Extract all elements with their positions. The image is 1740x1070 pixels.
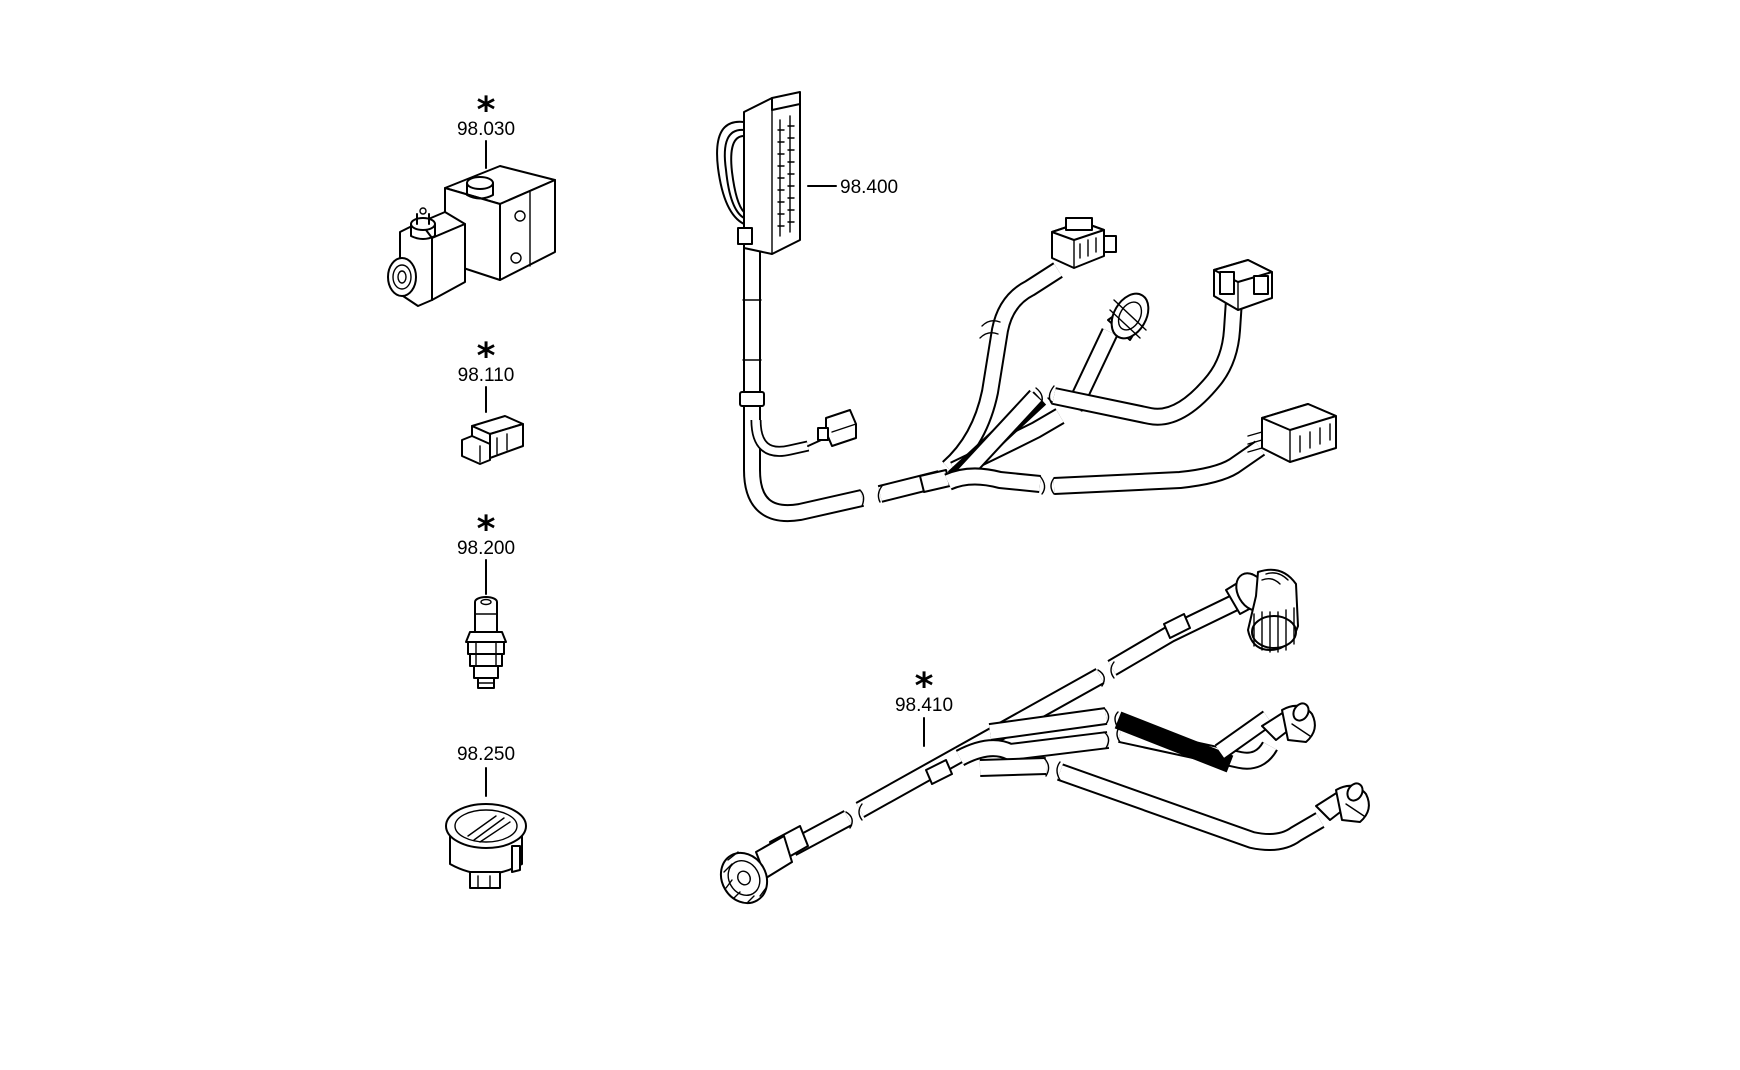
- asterisk-98410: *: [915, 666, 934, 707]
- connector-98110[interactable]: [461, 415, 524, 465]
- label-98400: 98.400: [840, 177, 898, 198]
- solenoid-valve-98030[interactable]: [387, 165, 556, 307]
- label-98200: 98.200: [457, 538, 515, 559]
- asterisk-98110: *: [477, 336, 496, 377]
- gauge-98250[interactable]: [445, 803, 527, 889]
- callout-98110[interactable]: * 98.110: [458, 336, 515, 413]
- label-98410: 98.410: [895, 695, 953, 716]
- asterisk-98200: *: [477, 509, 496, 550]
- callout-98400[interactable]: 98.400: [807, 177, 898, 198]
- label-98250: 98.250: [457, 744, 515, 765]
- label-98030: 98.030: [457, 119, 515, 140]
- asterisk-98030: *: [477, 90, 496, 131]
- callout-98250[interactable]: 98.250: [457, 744, 515, 797]
- label-98110: 98.110: [458, 365, 515, 386]
- wiring-harness-98410[interactable]: [712, 568, 1370, 912]
- callout-98410[interactable]: * 98.410: [895, 666, 953, 747]
- wiring-harness-98400[interactable]: [716, 91, 1337, 523]
- pressure-switch-98200[interactable]: [465, 596, 507, 689]
- callout-98200[interactable]: * 98.200: [457, 509, 515, 595]
- callout-98030[interactable]: * 98.030: [457, 90, 515, 169]
